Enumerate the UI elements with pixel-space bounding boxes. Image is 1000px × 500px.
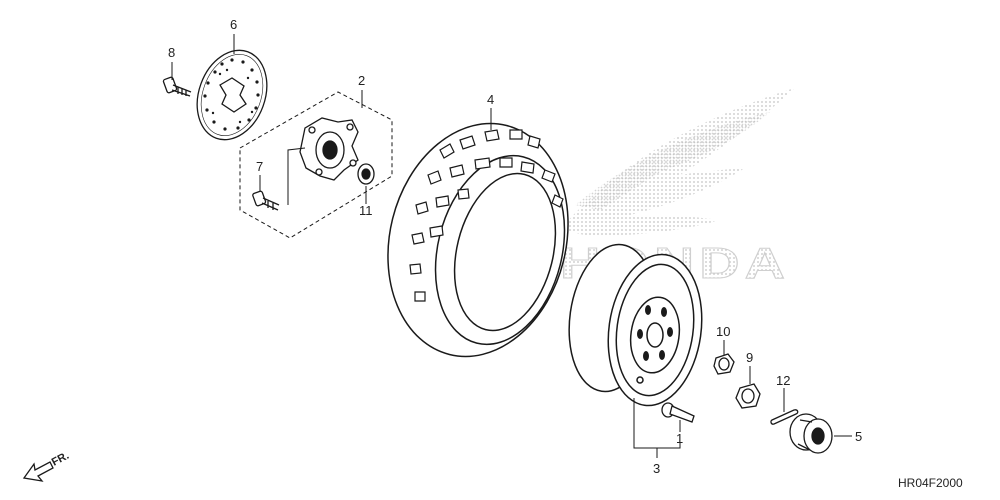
- hub-2[interactable]: [299, 117, 359, 181]
- hub-bolt-7[interactable]: [252, 190, 280, 211]
- callout-4: 4: [487, 92, 494, 107]
- hub-assembly-box: [239, 91, 393, 239]
- callout-2: 2: [358, 73, 365, 88]
- callout-numbers: 8 6 2 7 11 4 10 9 12 5 1 3: [168, 17, 862, 476]
- hub-nut-11[interactable]: [357, 163, 375, 185]
- callout-10: 10: [716, 324, 730, 339]
- callout-7: 7: [256, 159, 263, 174]
- bolt-8[interactable]: [162, 76, 192, 97]
- wheel-nut-10[interactable]: [713, 353, 735, 375]
- cotter-pin-12[interactable]: [770, 409, 799, 425]
- brake-disc-6[interactable]: [185, 40, 278, 149]
- callout-1: 1: [676, 431, 683, 446]
- front-label: FR.: [50, 450, 71, 469]
- callout-3: 3: [653, 461, 660, 476]
- leader-lines: [171, 34, 852, 458]
- callout-12: 12: [776, 373, 790, 388]
- callout-5: 5: [855, 429, 862, 444]
- callout-6: 6: [230, 17, 237, 32]
- diagram-code: HR04F2000: [898, 476, 963, 490]
- tire-4[interactable]: [364, 104, 592, 376]
- cap-nut-9[interactable]: [735, 383, 761, 409]
- front-direction-indicator: FR.: [22, 450, 71, 482]
- callout-9: 9: [746, 350, 753, 365]
- castle-nut-5[interactable]: [789, 413, 833, 454]
- valve-stem-1[interactable]: [661, 402, 695, 423]
- front-arrow-icon: [22, 461, 54, 482]
- wheel-rim-3[interactable]: [560, 239, 711, 412]
- callout-8: 8: [168, 45, 175, 60]
- callout-11: 11: [359, 203, 373, 218]
